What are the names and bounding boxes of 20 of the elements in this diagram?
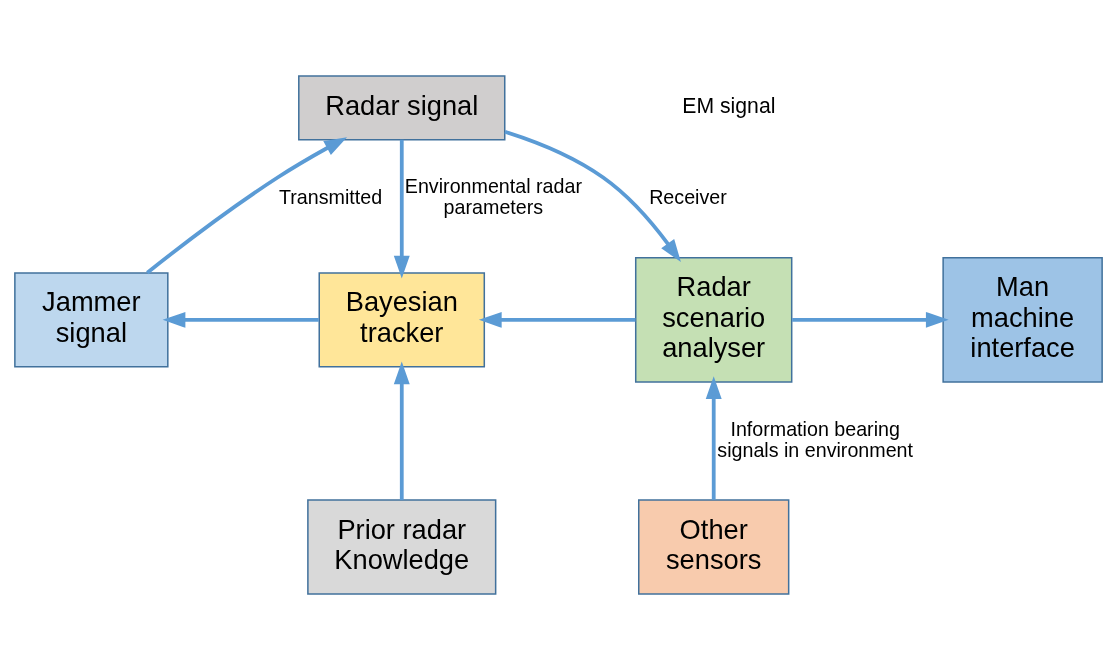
- arrow: [393, 361, 410, 500]
- node-box: Prior radar Knowledge: [307, 498, 497, 595]
- edge-label: Information bearing signals in environment: [717, 417, 914, 461]
- node-box: Bayesian tracker: [318, 271, 486, 368]
- arrow: [478, 311, 636, 328]
- node-box: Other sensors: [638, 498, 790, 595]
- arrow: [162, 311, 319, 328]
- arrow: [146, 136, 348, 274]
- arrow: [705, 375, 722, 500]
- node-box: Jammer signal: [14, 271, 169, 368]
- node-box: Radar signal: [298, 74, 506, 140]
- label: EM signal: [682, 93, 776, 117]
- arrow: [504, 129, 681, 262]
- edge-label: Environmental radar parameters: [404, 174, 582, 218]
- arrow: [792, 311, 949, 328]
- node-box: Radar scenario analyser: [634, 256, 793, 383]
- edge-label: Transmitted: [279, 185, 383, 208]
- arrow: [393, 139, 410, 279]
- edge-label: Receiver: [649, 185, 727, 208]
- node-box: Man machine interface: [942, 256, 1103, 383]
